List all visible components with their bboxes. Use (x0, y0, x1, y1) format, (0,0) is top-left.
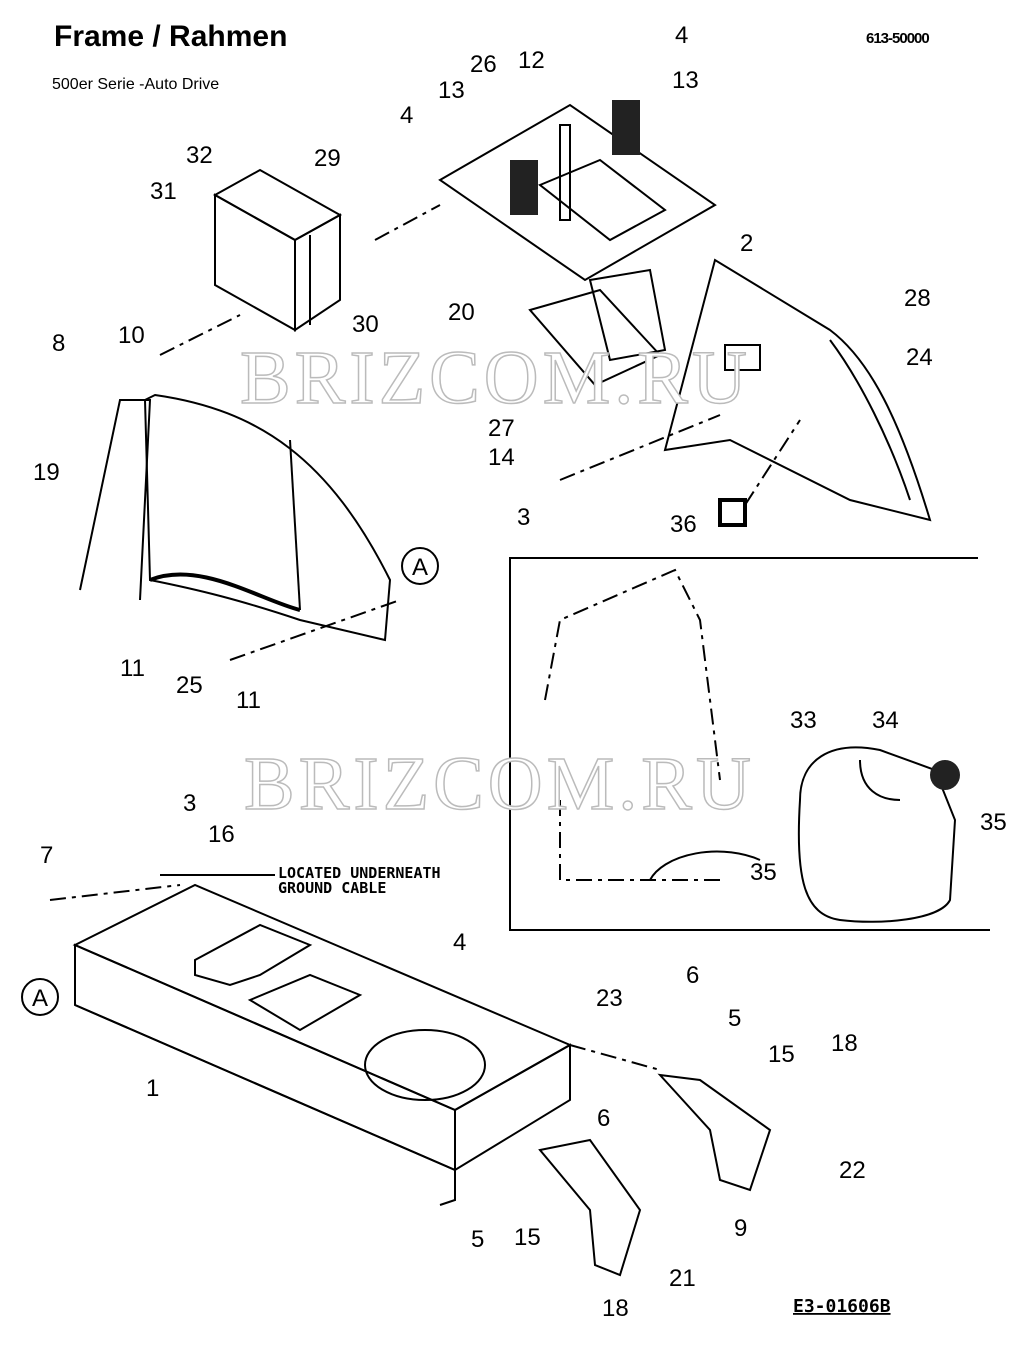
callout: 18 (602, 1295, 629, 1322)
spring-13a (510, 160, 538, 215)
callout: 5 (728, 1005, 741, 1032)
marker-a-label-bottom: A (32, 985, 48, 1012)
callout: 11 (236, 687, 261, 714)
note-line-2: GROUND CABLE (278, 879, 386, 897)
callout: 1 (146, 1075, 159, 1102)
callout: 25 (176, 672, 203, 699)
watermark-bottom: BRIZCOM.RU (243, 742, 755, 826)
callout: 5 (471, 1226, 484, 1253)
callout: 4 (453, 929, 466, 956)
callout: 3 (517, 504, 530, 531)
part-code: 613-50000 (866, 30, 930, 47)
marker-a-circle-bottom (21, 978, 59, 1016)
callout: 36 (670, 511, 697, 538)
fuel-tank (797, 746, 957, 923)
callout: 4 (400, 102, 413, 129)
callout: 20 (448, 299, 475, 326)
callout: 4 (675, 22, 688, 49)
callout: 24 (906, 344, 933, 371)
callout: 15 (768, 1041, 795, 1068)
callout: 9 (734, 1215, 747, 1242)
note-line-1: LOCATED UNDERNEATH (278, 864, 441, 882)
callout: 23 (596, 985, 623, 1012)
bracket-21 (538, 1138, 642, 1277)
callout: 6 (597, 1105, 610, 1132)
bracket-22 (657, 1073, 772, 1192)
callout: 12 (518, 47, 545, 74)
rear-fender-left (79, 393, 439, 661)
callout: 8 (52, 330, 65, 357)
fuel-cap (930, 760, 960, 790)
seat-plate (374, 100, 717, 282)
marker-a-label-top: A (412, 554, 428, 581)
callout: 35 (750, 859, 777, 886)
callout: 13 (672, 67, 699, 94)
callout: 22 (839, 1157, 866, 1184)
callout: 6 (686, 962, 699, 989)
callout: 7 (40, 842, 53, 869)
callout: 30 (352, 311, 379, 338)
battery-tray-lid (588, 268, 667, 362)
diagram-title: Frame / Rahmen (54, 20, 288, 53)
battery (159, 168, 343, 356)
callout: 14 (488, 444, 515, 471)
callout: 29 (314, 145, 341, 172)
battery-tray (528, 288, 662, 387)
callout: 16 (208, 821, 235, 848)
callout: 11 (120, 655, 145, 682)
callout: 27 (488, 415, 515, 442)
callout: 15 (514, 1224, 541, 1251)
callout: 31 (150, 178, 177, 205)
main-frame (21, 883, 661, 1206)
callout: 2 (740, 230, 753, 257)
rear-fender-right (559, 258, 932, 527)
callout: 18 (831, 1030, 858, 1057)
callout: 21 (669, 1265, 696, 1292)
drawing-reference: E3-01606B (793, 1296, 891, 1317)
watermark-top: BRIZCOM.RU (239, 336, 751, 420)
callout: 10 (118, 322, 145, 349)
callout: 3 (183, 790, 196, 817)
callout: 13 (438, 77, 465, 104)
callout: 26 (470, 51, 497, 78)
callout: 32 (186, 142, 213, 169)
callout: 34 (872, 707, 899, 734)
callout: 35 (980, 809, 1007, 836)
marker-a-circle-top (401, 547, 439, 585)
spring-13b (612, 100, 640, 155)
callout: 28 (904, 285, 931, 312)
callout: 33 (790, 707, 817, 734)
callouts: 4 26 12 13 13 4 32 29 31 2 28 20 30 8 10… (33, 22, 1007, 1322)
callout: 19 (33, 459, 60, 486)
inset-detail (509, 557, 990, 931)
diagram-subtitle: 500er Serie -Auto Drive (52, 76, 220, 93)
